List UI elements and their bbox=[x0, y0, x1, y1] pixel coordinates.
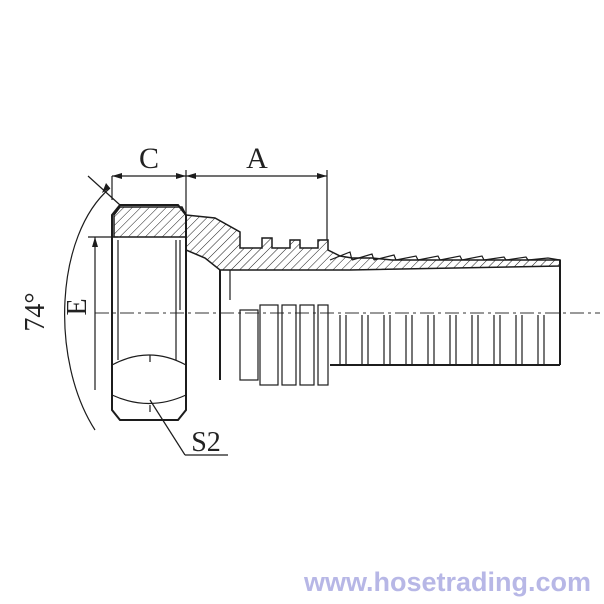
hex-nut bbox=[111, 204, 187, 421]
barbs-upper bbox=[329, 251, 561, 261]
lower-ribs bbox=[239, 304, 545, 386]
angle-dimension bbox=[64, 175, 121, 431]
hex-label: S2 bbox=[191, 427, 221, 458]
dim-e-label: E bbox=[62, 298, 93, 315]
nut-section bbox=[113, 206, 187, 238]
watermark-text: www.hosetrading.com bbox=[303, 567, 591, 597]
dim-a-label: A bbox=[246, 142, 268, 175]
dim-c-label: C bbox=[139, 142, 159, 175]
nipple-section bbox=[185, 214, 561, 271]
dimension-c-a bbox=[111, 170, 328, 240]
angle-label: 74° bbox=[20, 292, 51, 331]
s2-leader bbox=[149, 399, 228, 456]
